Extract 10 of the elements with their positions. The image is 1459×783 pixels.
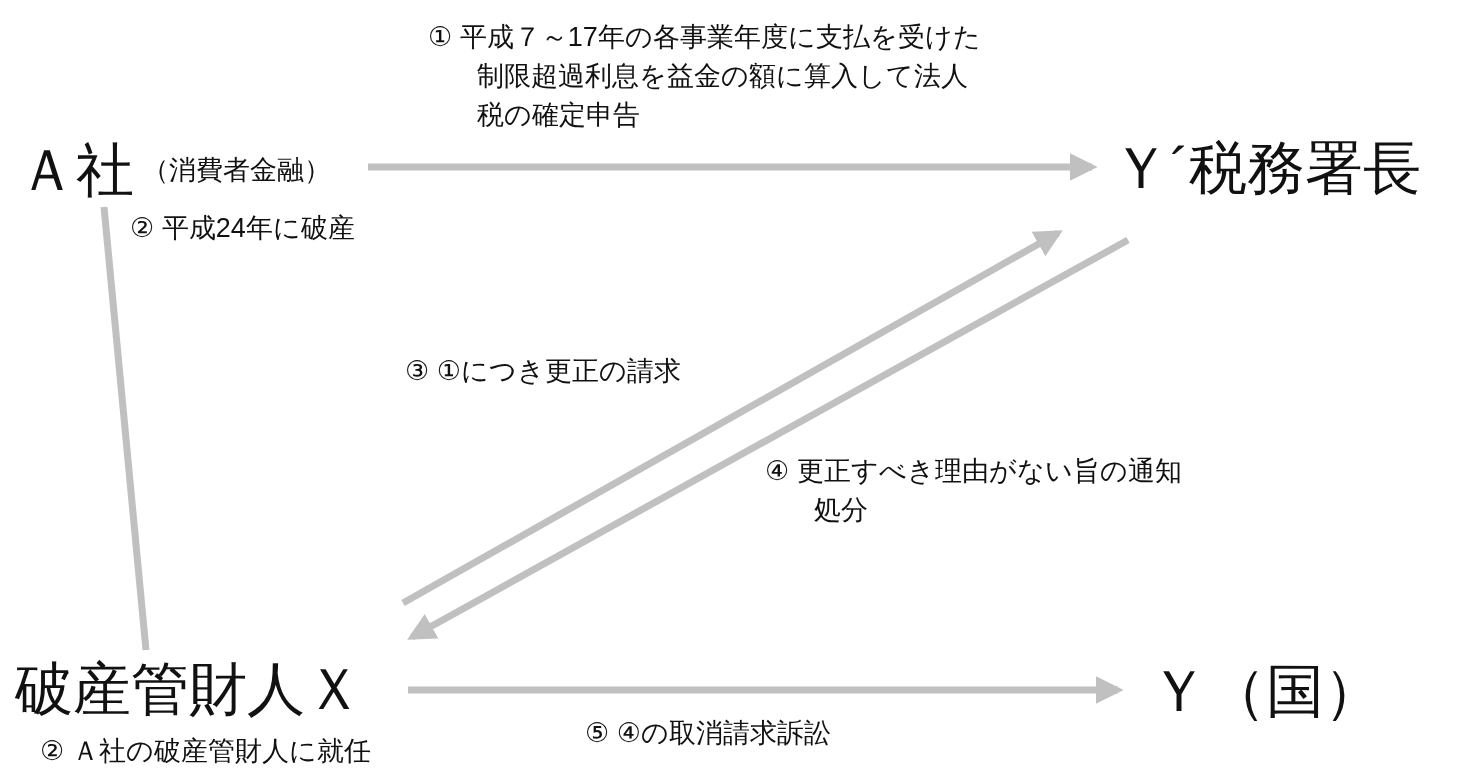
arrow	[401, 229, 1063, 607]
party-name: 破産管財人Ｘ	[15, 660, 363, 718]
note-text: ② Ａ社の破産管財人に就任	[40, 735, 371, 768]
party-name: Ａ社	[18, 141, 134, 199]
arrow	[407, 236, 1130, 641]
party-name: Ｙ´税務署長	[1112, 139, 1422, 197]
party-name: Ｙ（国）	[1150, 662, 1382, 720]
party-note: （消費者金融）	[142, 154, 331, 187]
note-text: ② 平成24年に破産	[130, 212, 355, 245]
connector-line	[100, 206, 150, 651]
